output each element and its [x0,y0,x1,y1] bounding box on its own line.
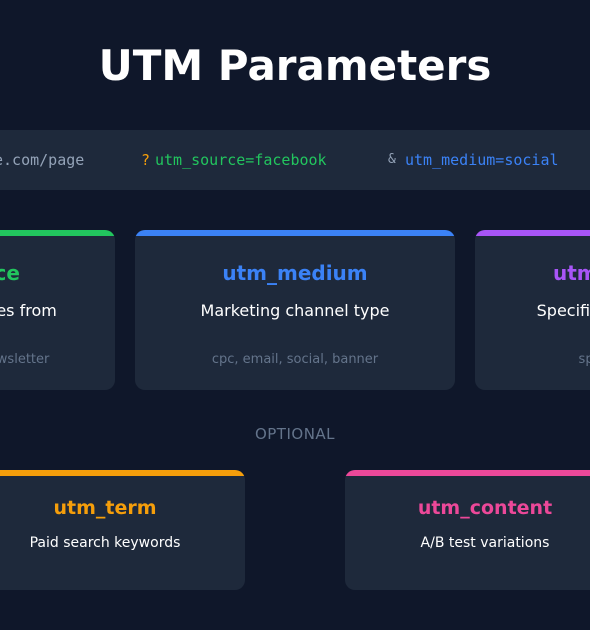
url-ampersand: & [388,152,396,167]
param-description: Specific campaign name [536,301,590,320]
url-source-param: utm_source=facebook [155,151,327,169]
param-card-utm-content: utm_content A/B test variations [345,470,590,590]
accent-bar [135,230,455,236]
accent-bar [345,470,590,476]
accent-bar [0,470,245,476]
page-title: UTM Parameters [98,41,492,90]
param-description: Where traffic comes from [0,301,57,320]
url-query-separator: ? [141,151,151,169]
param-name: utm_medium [222,261,368,285]
param-name: utm_source [0,261,20,285]
param-name: utm_term [53,497,157,519]
param-description: Paid search keywords [29,535,181,551]
url-medium-param: utm_medium=social [405,151,559,169]
param-card-utm-term: utm_term Paid search keywords [0,470,245,590]
accent-bar [0,230,115,236]
url-base: e.com/page [0,151,85,169]
param-examples: spring_sale_2024 [578,352,590,367]
param-description: Marketing channel type [200,301,390,320]
accent-bar [475,230,590,236]
param-card-utm-medium: utm_medium Marketing channel type cpc, e… [135,230,455,390]
optional-section-label: OPTIONAL [254,425,336,443]
param-card-utm-source: utm_source Where traffic comes from goog… [0,230,115,390]
param-examples: cpc, email, social, banner [211,352,379,367]
param-card-utm-campaign: utm_campaign Specific campaign name spri… [475,230,590,390]
example-url: e.com/page ? utm_source=facebook & utm_m… [0,130,590,190]
param-name: utm_campaign [552,261,590,285]
param-name: utm_content [417,497,553,519]
param-description: A/B test variations [420,535,550,551]
param-examples: google, facebook, newsletter [0,352,50,367]
